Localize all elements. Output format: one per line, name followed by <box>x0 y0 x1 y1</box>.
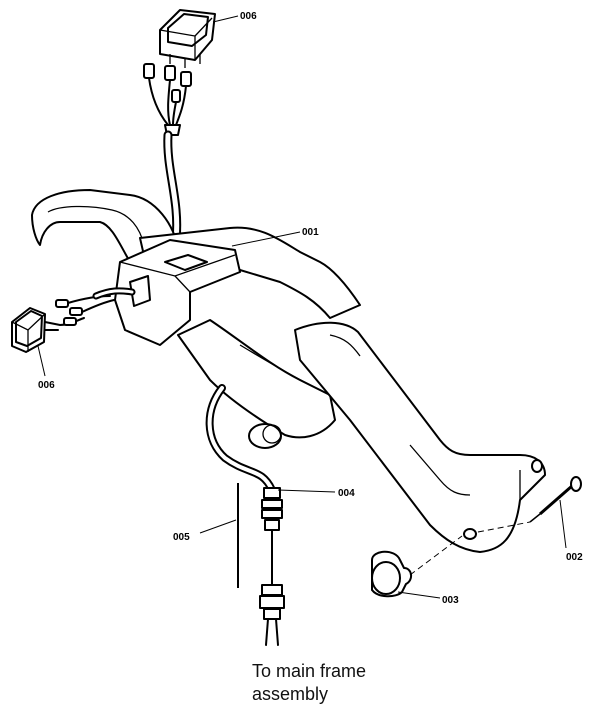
control-cable <box>205 384 285 646</box>
callout-004: 004 <box>338 488 355 499</box>
callout-001: 001 <box>302 227 319 238</box>
caption-line-2: assembly <box>252 684 329 704</box>
top-switch-wires <box>143 63 192 245</box>
callout-006-top: 006 <box>240 11 257 22</box>
handle-frame <box>31 189 546 553</box>
caption: To main frame assembly <box>252 660 452 706</box>
rocker-switch-top <box>159 9 216 68</box>
callout-002: 002 <box>566 552 583 563</box>
callout-003: 003 <box>442 595 459 606</box>
rocker-switch-left <box>11 287 136 353</box>
pin-screw <box>477 476 582 533</box>
knob <box>371 535 463 598</box>
callout-006-left: 006 <box>38 380 55 391</box>
caption-line-1: To main frame <box>252 661 367 681</box>
callout-005: 005 <box>173 532 190 543</box>
